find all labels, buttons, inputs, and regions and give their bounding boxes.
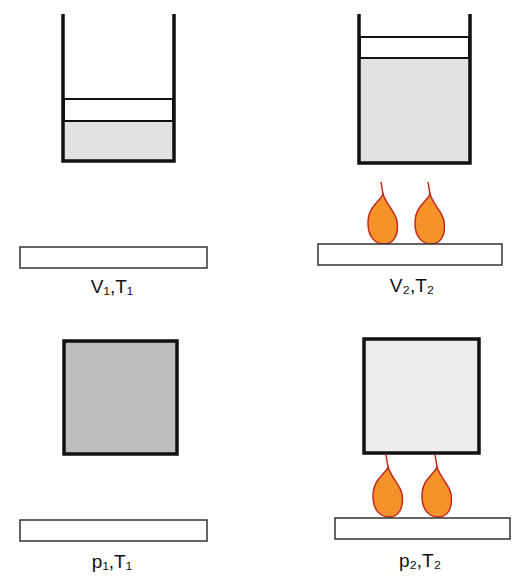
flame: [415, 182, 444, 244]
closed-vessel: [64, 341, 177, 454]
state-label: p₂,T₂: [399, 551, 441, 572]
flame: [422, 455, 451, 517]
piston: [64, 99, 173, 121]
state-label: p₁,T₁: [92, 552, 132, 573]
closed-vessel: [364, 339, 479, 453]
gas-fill: [64, 122, 173, 160]
state-label: V₁,T₁: [91, 277, 133, 298]
burner-plate: [20, 520, 207, 541]
gas-fill: [360, 58, 469, 162]
state-label: V₂,T₂: [390, 276, 434, 297]
flame: [368, 182, 397, 244]
cylinder: [359, 14, 470, 163]
burner-plate: [318, 244, 502, 265]
burner-plate: [20, 247, 207, 268]
piston: [360, 37, 469, 58]
flame: [373, 455, 402, 517]
burner-plate: [335, 518, 510, 539]
cylinder: [63, 14, 174, 161]
